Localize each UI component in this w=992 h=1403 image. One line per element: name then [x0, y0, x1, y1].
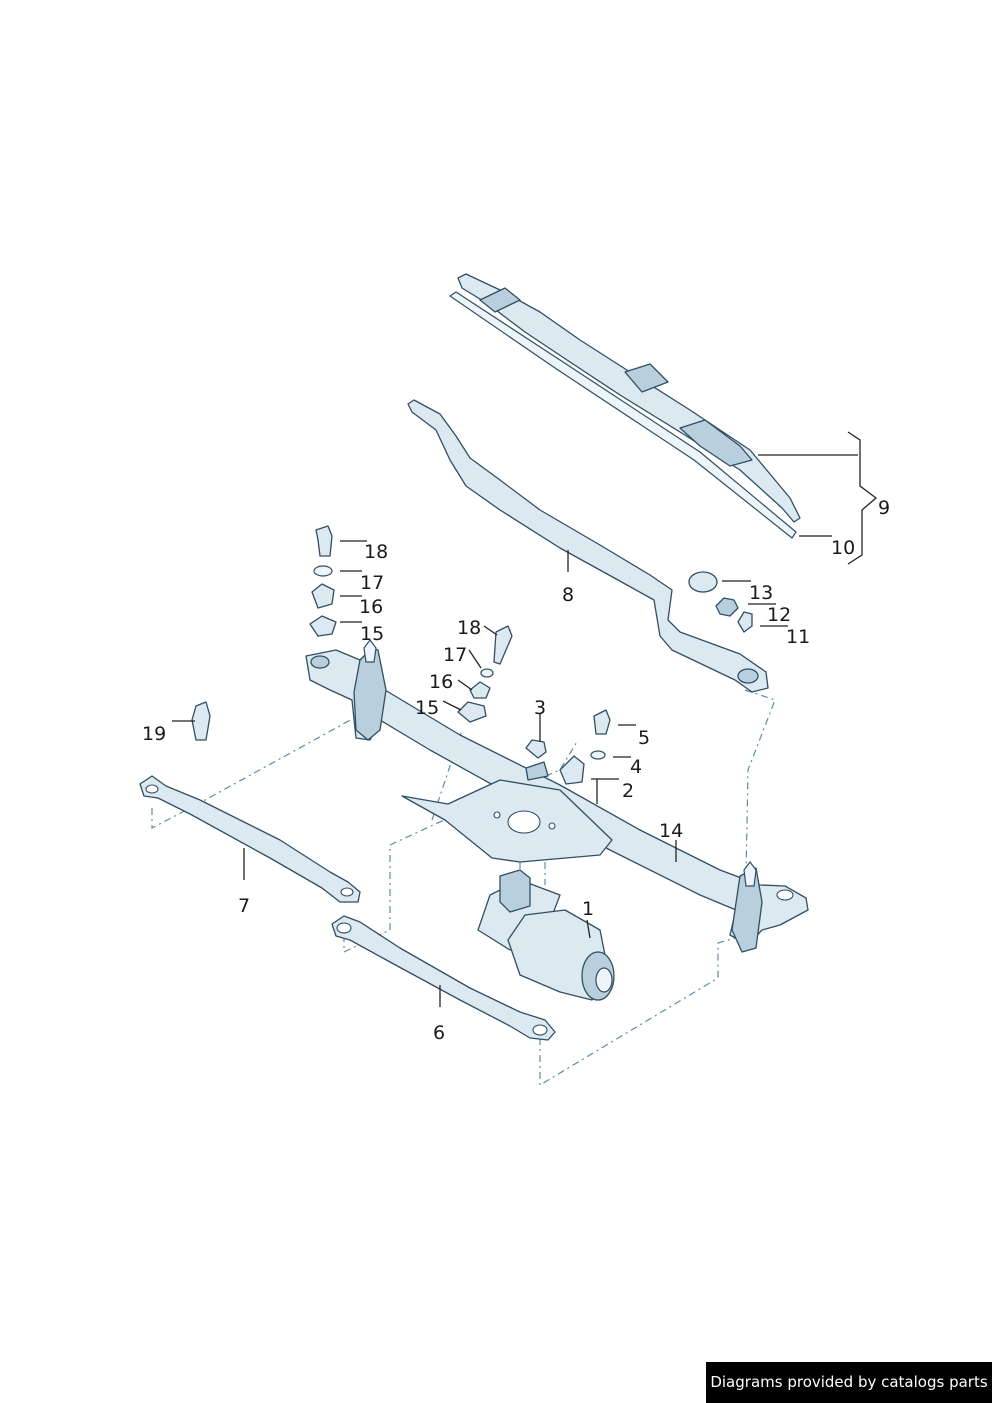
callout-2: 2: [622, 780, 634, 802]
linkage-rod-upper: [139, 775, 361, 903]
callout-7: 7: [238, 895, 250, 917]
ball-stud: [191, 701, 211, 741]
callout-18-left: 18: [364, 541, 388, 563]
callout-4: 4: [630, 756, 642, 778]
callout-5: 5: [638, 727, 650, 749]
callout-17-left: 17: [360, 572, 384, 594]
callout-11: 11: [786, 626, 810, 648]
callout-1: 1: [582, 898, 594, 920]
callout-16-left: 16: [359, 596, 383, 618]
attribution-text: Diagrams provided by catalogs parts: [710, 1373, 988, 1391]
attribution-footer: Diagrams provided by catalogs parts: [706, 1362, 992, 1403]
callout-16-center: 16: [429, 671, 453, 693]
callout-15-center: 15: [415, 697, 439, 719]
callout-14: 14: [659, 820, 683, 842]
left-fastener-stack: [309, 525, 337, 669]
callout-3: 3: [534, 697, 546, 719]
wiper-blade-assembly: [449, 273, 801, 539]
wiper-motor: [477, 869, 615, 1001]
callout-12: 12: [767, 604, 791, 626]
callout-numbers: 1 2 3 4 5 6 7 8 9 10 11 12 13 14 18 17 1…: [142, 497, 890, 1044]
callout-9: 9: [878, 497, 890, 519]
callout-13: 13: [749, 582, 773, 604]
callout-6: 6: [433, 1022, 445, 1044]
callout-18-center: 18: [457, 617, 481, 639]
linkage-rod-lower: [331, 915, 556, 1041]
callout-17-center: 17: [443, 644, 467, 666]
wiper-arm: [407, 399, 769, 693]
callout-10: 10: [831, 537, 855, 559]
callout-8: 8: [562, 584, 574, 606]
crank-and-fasteners: [525, 709, 611, 785]
arm-cap-and-nut: [688, 571, 753, 633]
motor-mounting-plate: [401, 779, 613, 863]
callout-19: 19: [142, 723, 166, 745]
group-bracket-9: [847, 431, 878, 565]
center-fastener-stack: [457, 625, 513, 723]
callout-15-left: 15: [360, 623, 384, 645]
callout-leader-lines: [172, 454, 858, 1007]
